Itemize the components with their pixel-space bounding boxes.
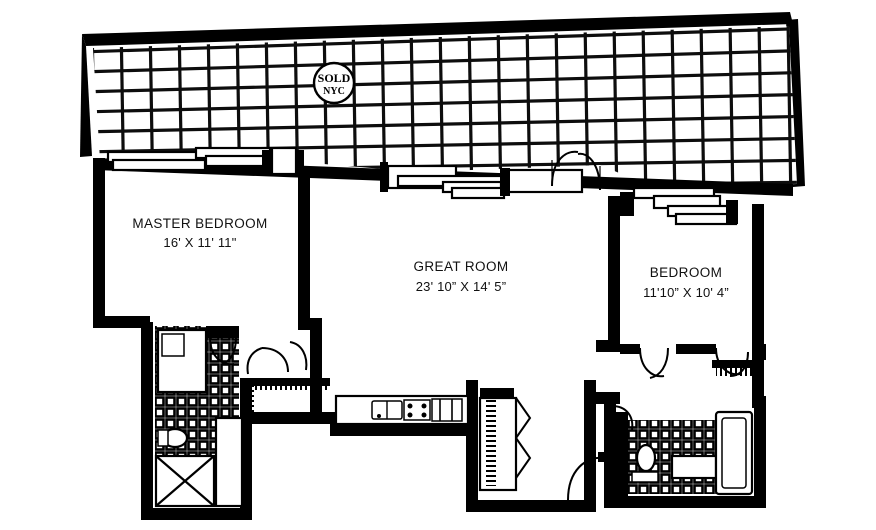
bedroom-right-doors[interactable] [611,347,749,431]
refrigerator [431,398,463,422]
master-bedroom-name: MASTER BEDROOM [132,216,267,231]
bathtub-master [154,454,216,508]
label-master-bedroom: MASTER BEDROOM 16' X 11' 11" [132,216,267,250]
entry-foyer [478,388,610,501]
master-bathroom [154,326,244,508]
closet-rod-hatch-2 [254,384,330,390]
window-bedroom [620,186,738,226]
second-bathroom [620,360,758,496]
sink-basin [161,333,185,357]
bifold-doors[interactable] [515,397,532,479]
kitchen [334,394,470,426]
bedroom-closet-rod [716,366,756,376]
vanity-2 [670,454,718,480]
sliding-door-panels [106,146,738,226]
stamp-line-2: NYC [323,86,345,97]
bathtub-2 [714,410,754,496]
room-labels: MASTER BEDROOM 16' X 11' 11" GREAT ROOM … [132,216,729,300]
great-room-name: GREAT ROOM [413,259,508,274]
cooktop [403,399,431,421]
linen-closet [214,416,244,508]
master-bedroom-dimensions: 16' X 11' 11" [163,235,236,250]
bedroom-door-arcs[interactable] [246,341,308,375]
toilet-2 [635,443,657,473]
label-bedroom: BEDROOM 11'10” X 10' 4” [643,265,729,300]
window-great-room [380,162,584,200]
stamp-line-1: SOLD [318,71,351,85]
great-room-dimensions: 23' 10” X 14' 5” [416,279,507,294]
bedroom-name: BEDROOM [650,265,723,280]
interior-wall-stubs [596,340,766,496]
label-great-room: GREAT ROOM 23' 10” X 14' 5” [413,259,508,294]
entry-closet-rod-2 [486,400,496,486]
watermark-stamp: SOLD NYC [312,61,356,105]
hall-closets-left [240,341,330,424]
window-master-bedroom [106,146,304,176]
entry-closet [478,396,518,492]
closet-rod-hatch [244,384,254,424]
entry-door[interactable] [567,452,610,501]
terrace-door-arcs[interactable] [551,150,601,191]
kitchen-sink [371,400,403,420]
bedroom-dimensions: 11'10” X 10' 4” [643,285,729,300]
